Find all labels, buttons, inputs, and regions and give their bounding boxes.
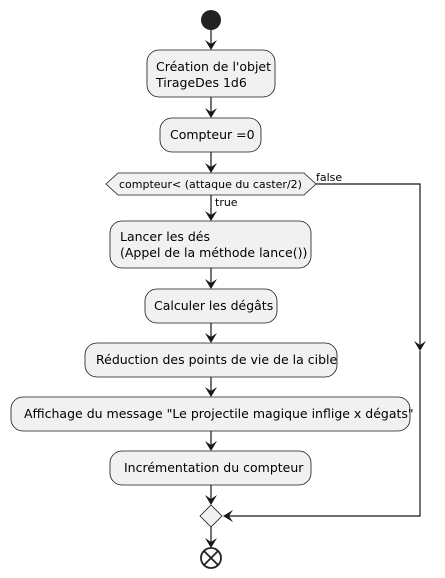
- guard-false-label: false: [316, 171, 342, 184]
- node-create-object-line2: TirageDes 1d6: [155, 75, 247, 90]
- arrowhead-message: [205, 387, 217, 397]
- start-node: [201, 10, 221, 30]
- node-reduce-hp: Réduction des points de vie de la cible: [84, 342, 338, 378]
- node-show-message-label: Affichage du message "Le projectile magi…: [24, 406, 414, 421]
- arrowhead-roll: [205, 211, 217, 221]
- decision-loop-condition: compteur< (attaque du caster/2): [105, 172, 317, 196]
- edge-false-to-merge: [229, 351, 421, 517]
- decision-loop-condition-label: compteur< (attaque du caster/2): [119, 178, 302, 191]
- node-roll-dice: Lancer les dés (Appel de la méthode lanc…: [109, 220, 312, 269]
- node-counter-init-label: Compteur =0: [170, 127, 255, 142]
- arrowhead-counter: [205, 108, 217, 118]
- node-roll-dice-line2: (Appel de la méthode lance()): [120, 245, 307, 260]
- node-compute-damage-label: Calculer les dégâts: [154, 298, 273, 313]
- guard-true-label: true: [215, 196, 238, 209]
- edge-false-branch: [316, 183, 421, 345]
- arrowhead-false-branch: [414, 341, 426, 351]
- end-node: [200, 547, 222, 569]
- node-counter-init: Compteur =0: [159, 117, 262, 153]
- merge-node: [199, 504, 223, 528]
- node-compute-damage: Calculer les dégâts: [144, 288, 278, 324]
- arrowhead-damage: [205, 279, 217, 289]
- node-reduce-hp-label: Réduction des points de vie de la cible: [96, 352, 338, 367]
- arrowhead-merge: [205, 495, 217, 505]
- node-increment-counter: Incrémentation du compteur: [109, 450, 312, 486]
- arrowhead-condition: [205, 163, 217, 173]
- node-create-object-line1: Création de l'objet: [156, 59, 271, 74]
- node-show-message: Affichage du message "Le projectile magi…: [10, 396, 414, 432]
- arrowhead-reduce: [205, 333, 217, 343]
- arrowhead-increment: [205, 441, 217, 451]
- arrowhead-create: [205, 40, 217, 50]
- node-roll-dice-line1: Lancer les dés: [120, 229, 210, 244]
- node-increment-counter-label: Incrémentation du compteur: [124, 460, 304, 475]
- arrowhead-end: [205, 538, 217, 548]
- node-create-object: Création de l'objet TirageDes 1d6: [146, 49, 276, 98]
- arrowhead-merge-side: [223, 510, 233, 522]
